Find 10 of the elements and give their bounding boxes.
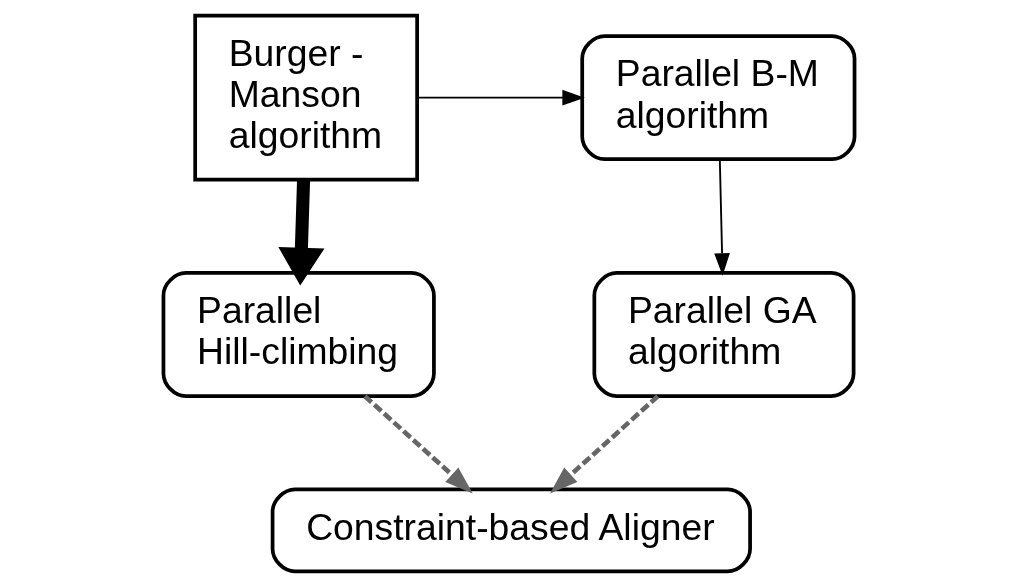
arrow: [714, 158, 730, 276]
arrow: [416, 89, 585, 106]
arrow: [549, 394, 660, 494]
node-box: Burger - Manson algorithm: [193, 13, 419, 182]
node-box: Constraint-based Aligner: [270, 487, 752, 574]
node-box: Parallel B-M algorithm: [580, 34, 857, 162]
arrow: [363, 394, 473, 494]
node-box: Parallel GA algorithm: [592, 271, 856, 398]
node-box: Parallel Hill-climbing: [161, 271, 436, 398]
arrow: [278, 179, 325, 286]
